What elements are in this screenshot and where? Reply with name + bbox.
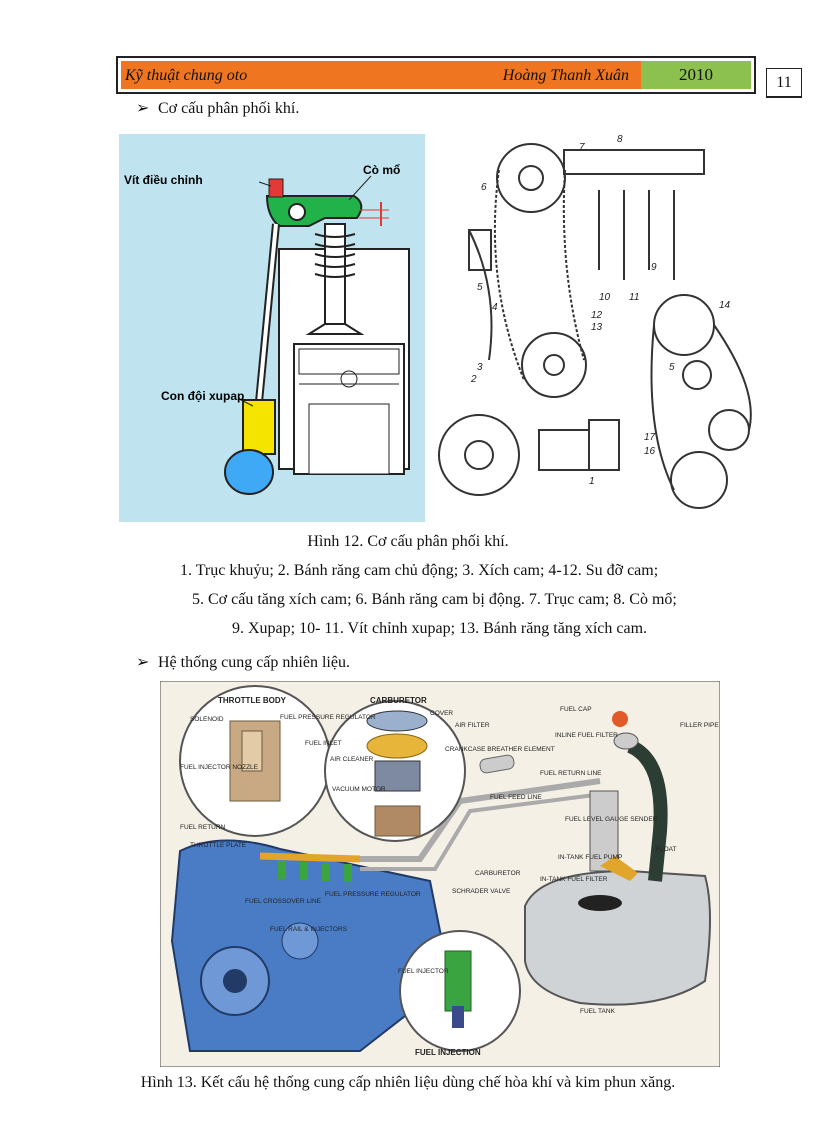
fig13-label: AIR CLEANER — [330, 756, 374, 763]
section-title: Cơ cấu phân phối khí. — [158, 100, 300, 117]
figure12-legend-line-3: 9. Xupap; 10- 11. Vít chỉnh xupap; 13. B… — [232, 620, 648, 637]
fig13-label: INLINE FUEL FILTER — [555, 732, 618, 739]
header-author: Hoàng Thanh Xuân — [502, 67, 629, 84]
fig13-label: COVER — [430, 710, 453, 717]
fig13-label: FUEL CROSSOVER LINE — [245, 898, 322, 905]
section-heading-fuel-system: ➢ Hệ thống cung cấp nhiên liệu. — [136, 652, 350, 672]
page-number: 11 — [766, 68, 802, 98]
fig13-label: FUEL RETURN — [180, 824, 226, 831]
figure12-legend-line-1: 1. Trục khuỷu; 2. Bánh răng cam chủ động… — [180, 562, 659, 579]
fig13-label: THROTTLE BODY — [218, 696, 287, 705]
figure13-fuel-system-diagram: THROTTLE BODY CARBURETOR SOLENOID FUEL P… — [160, 681, 720, 1067]
figure12-timing-chain-diagram: 7 8 6 9 10 11 12 13 5 4 3 2 1 14 5 17 16 — [429, 130, 759, 523]
part-number: 4 — [492, 302, 498, 313]
fig13-label: CARBURETOR — [370, 696, 427, 705]
part-number: 12 — [591, 310, 603, 321]
figure13-caption: Hình 13. Kết cấu hệ thống cung cấp nhiên… — [140, 1074, 676, 1091]
fig13-label: FUEL CAP — [560, 706, 592, 713]
header-subject: Kỹ thuật chung oto — [125, 67, 248, 84]
label-rocker-arm: Cò mổ — [363, 163, 400, 177]
part-number: 3 — [477, 362, 483, 373]
fig13-label: IN-TANK FUEL FILTER — [540, 876, 608, 883]
part-number: 9 — [651, 262, 657, 273]
fig13-label: FILLER PIPE — [680, 722, 719, 729]
figure12-caption: Hình 12. Cơ cấu phân phối khí. — [307, 533, 509, 550]
fig13-label: FUEL INJECTOR NOZZLE — [180, 764, 259, 771]
part-number: 8 — [617, 134, 623, 145]
part-number: 5 — [669, 362, 675, 373]
section-title: Hệ thống cung cấp nhiên liệu. — [158, 654, 350, 671]
figure12-rocker-diagram: Vít điều chỉnh Cò mổ Con đội xupap — [119, 134, 425, 522]
fig13-label: FUEL LEVEL GAUGE SENDER — [565, 816, 658, 823]
fig13-label: CARBURETOR — [475, 870, 521, 877]
fig13-label: FUEL INLET — [305, 740, 342, 747]
fig13-label: SCHRADER VALVE — [452, 888, 511, 895]
bullet-arrow-icon: ➢ — [136, 654, 150, 671]
fig13-label: SOLENOID — [190, 716, 224, 723]
part-number: 5 — [477, 282, 483, 293]
header-year: 2010 — [641, 61, 751, 89]
fig13-label: IN-TANK FUEL PUMP — [558, 854, 622, 861]
bullet-arrow-icon: ➢ — [136, 100, 150, 117]
part-number: 17 — [644, 432, 656, 443]
part-number: 7 — [579, 142, 585, 153]
fig13-label: FUEL PRESSURE REGULATOR — [325, 891, 421, 898]
part-number: 13 — [591, 322, 603, 333]
part-number: 16 — [644, 446, 656, 457]
fig13-label: FUEL INJECTOR — [398, 968, 449, 975]
part-number: 11 — [629, 292, 639, 303]
fig13-label: CRANKCASE BREATHER ELEMENT — [445, 746, 555, 753]
page-header: Kỹ thuật chung oto Hoàng Thanh Xuân 2010 — [116, 56, 756, 94]
fig13-label: FUEL RAIL & INJECTORS — [270, 926, 348, 933]
figure12-legend-line-2: 5. Cơ cấu tăng xích cam; 6. Bánh răng ca… — [192, 591, 677, 608]
fig13-label: THROTTLE PLATE — [190, 842, 247, 849]
label-tappet: Con đội xupap — [161, 389, 244, 403]
fig13-label: FUEL TANK — [580, 1008, 616, 1015]
part-number: 1 — [589, 476, 595, 487]
fig13-label: AIR FILTER — [455, 722, 490, 729]
fig13-label: FUEL FEED LINE — [490, 794, 542, 801]
fig13-label: FLOAT — [656, 846, 676, 853]
part-number: 10 — [599, 292, 611, 303]
fig13-label: FUEL INJECTION — [415, 1048, 481, 1057]
section-heading-valve-train: ➢ Cơ cấu phân phối khí. — [136, 98, 299, 118]
label-adjust-screw: Vít điều chỉnh — [124, 173, 203, 187]
part-number: 6 — [481, 182, 487, 193]
part-number: 2 — [470, 374, 477, 385]
fig13-label: FUEL PRESSURE REGULATOR — [280, 714, 376, 721]
fig13-label: VACUUM MOTOR — [332, 786, 386, 793]
header-title-bar: Kỹ thuật chung oto Hoàng Thanh Xuân — [121, 61, 641, 89]
part-number: 14 — [719, 300, 731, 311]
fig13-label: FUEL RETURN LINE — [540, 770, 602, 777]
